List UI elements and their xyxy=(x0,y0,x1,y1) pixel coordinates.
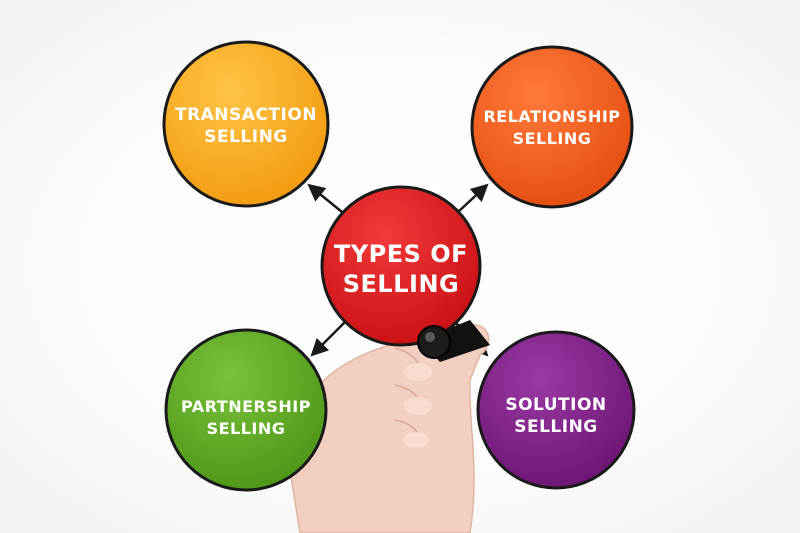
node-partnership-line2: SELLING xyxy=(207,419,286,438)
center-line1: TYPES OF xyxy=(334,240,468,268)
node-relationship-selling: RELATIONSHIP SELLING xyxy=(470,45,634,209)
node-partnership-line1: PARTNERSHIP xyxy=(181,397,311,416)
center-line2: SELLING xyxy=(343,270,459,298)
marker-pen-icon xyxy=(417,320,490,362)
arrow-to-transaction xyxy=(307,183,343,213)
node-relationship-line2: SELLING xyxy=(513,129,592,148)
node-solution-selling: SOLUTION SELLING xyxy=(476,330,636,490)
node-partnership-selling: PARTNERSHIP SELLING xyxy=(164,328,328,492)
arrow-to-partnership xyxy=(310,321,346,357)
node-solution-line2: SELLING xyxy=(514,417,598,437)
node-transaction-line2: SELLING xyxy=(204,127,288,147)
center-node-types-of-selling: TYPES OF SELLING xyxy=(320,185,482,347)
node-transaction-selling: TRANSACTION SELLING xyxy=(162,40,330,208)
node-transaction-line1: TRANSACTION xyxy=(175,105,317,125)
node-solution-line1: SOLUTION xyxy=(505,395,606,415)
node-relationship-line1: RELATIONSHIP xyxy=(483,107,620,126)
arrow-to-relationship xyxy=(457,183,489,213)
